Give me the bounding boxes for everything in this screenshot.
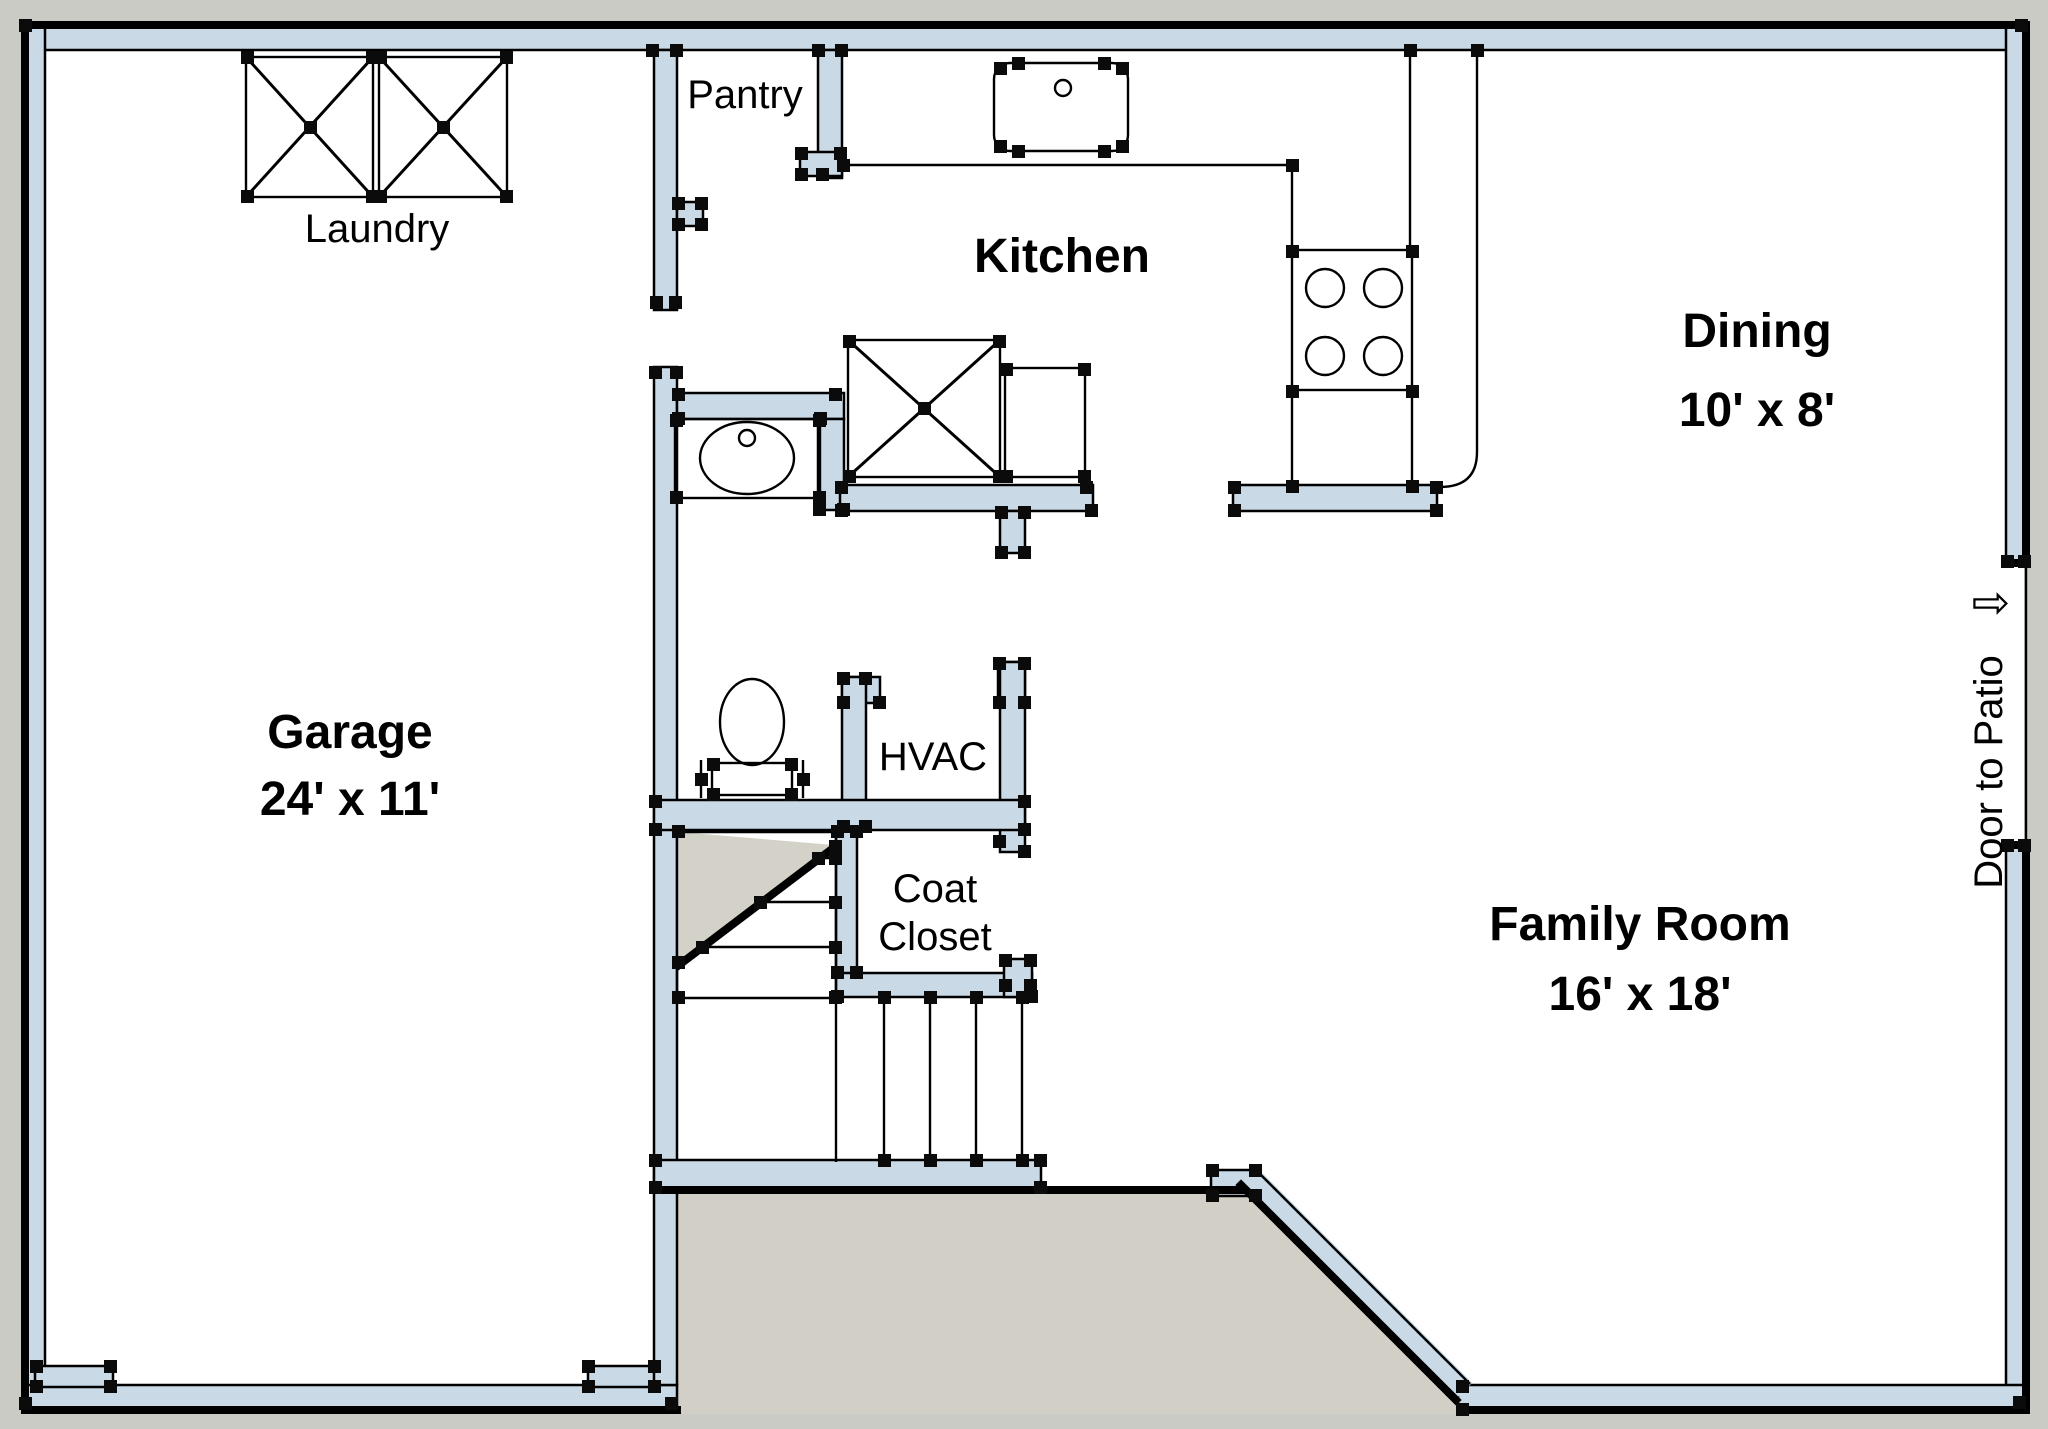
- dining-label: Dining: [1682, 305, 1831, 358]
- kitchen-label: Kitchen: [974, 230, 1150, 283]
- family-room-dims: 16' x 18': [1549, 968, 1732, 1021]
- patio-arrow-icon: ⇨: [1972, 575, 2011, 629]
- outside-patio-area: [677, 1188, 1460, 1414]
- walls: [23, 23, 2029, 1412]
- door-to-patio-label: Door to Patio: [1967, 655, 2011, 888]
- kitchen-sink-icon: [992, 61, 1130, 153]
- coat-closet-label-line1: Coat: [893, 867, 978, 911]
- vanity-sink-icon: [673, 417, 822, 500]
- family-room-label: Family Room: [1489, 898, 1790, 951]
- hvac-label: HVAC: [879, 735, 987, 779]
- garage-dims: 24' x 11': [260, 773, 440, 826]
- kitchen-counter-lines: [842, 54, 1479, 489]
- pantry-label: Pantry: [687, 73, 803, 117]
- coat-closet-label-line2: Closet: [878, 915, 991, 959]
- dishwasher-icon: [1003, 366, 1087, 479]
- garage-label: Garage: [267, 706, 432, 759]
- dining-dims: 10' x 8': [1679, 384, 1835, 437]
- selection-handles: [19, 19, 2031, 1416]
- laundry-label: Laundry: [305, 207, 450, 251]
- stair-railing: [882, 997, 1024, 1162]
- stove-icon: [1290, 248, 1414, 392]
- exterior-outline: [21, 21, 2030, 1414]
